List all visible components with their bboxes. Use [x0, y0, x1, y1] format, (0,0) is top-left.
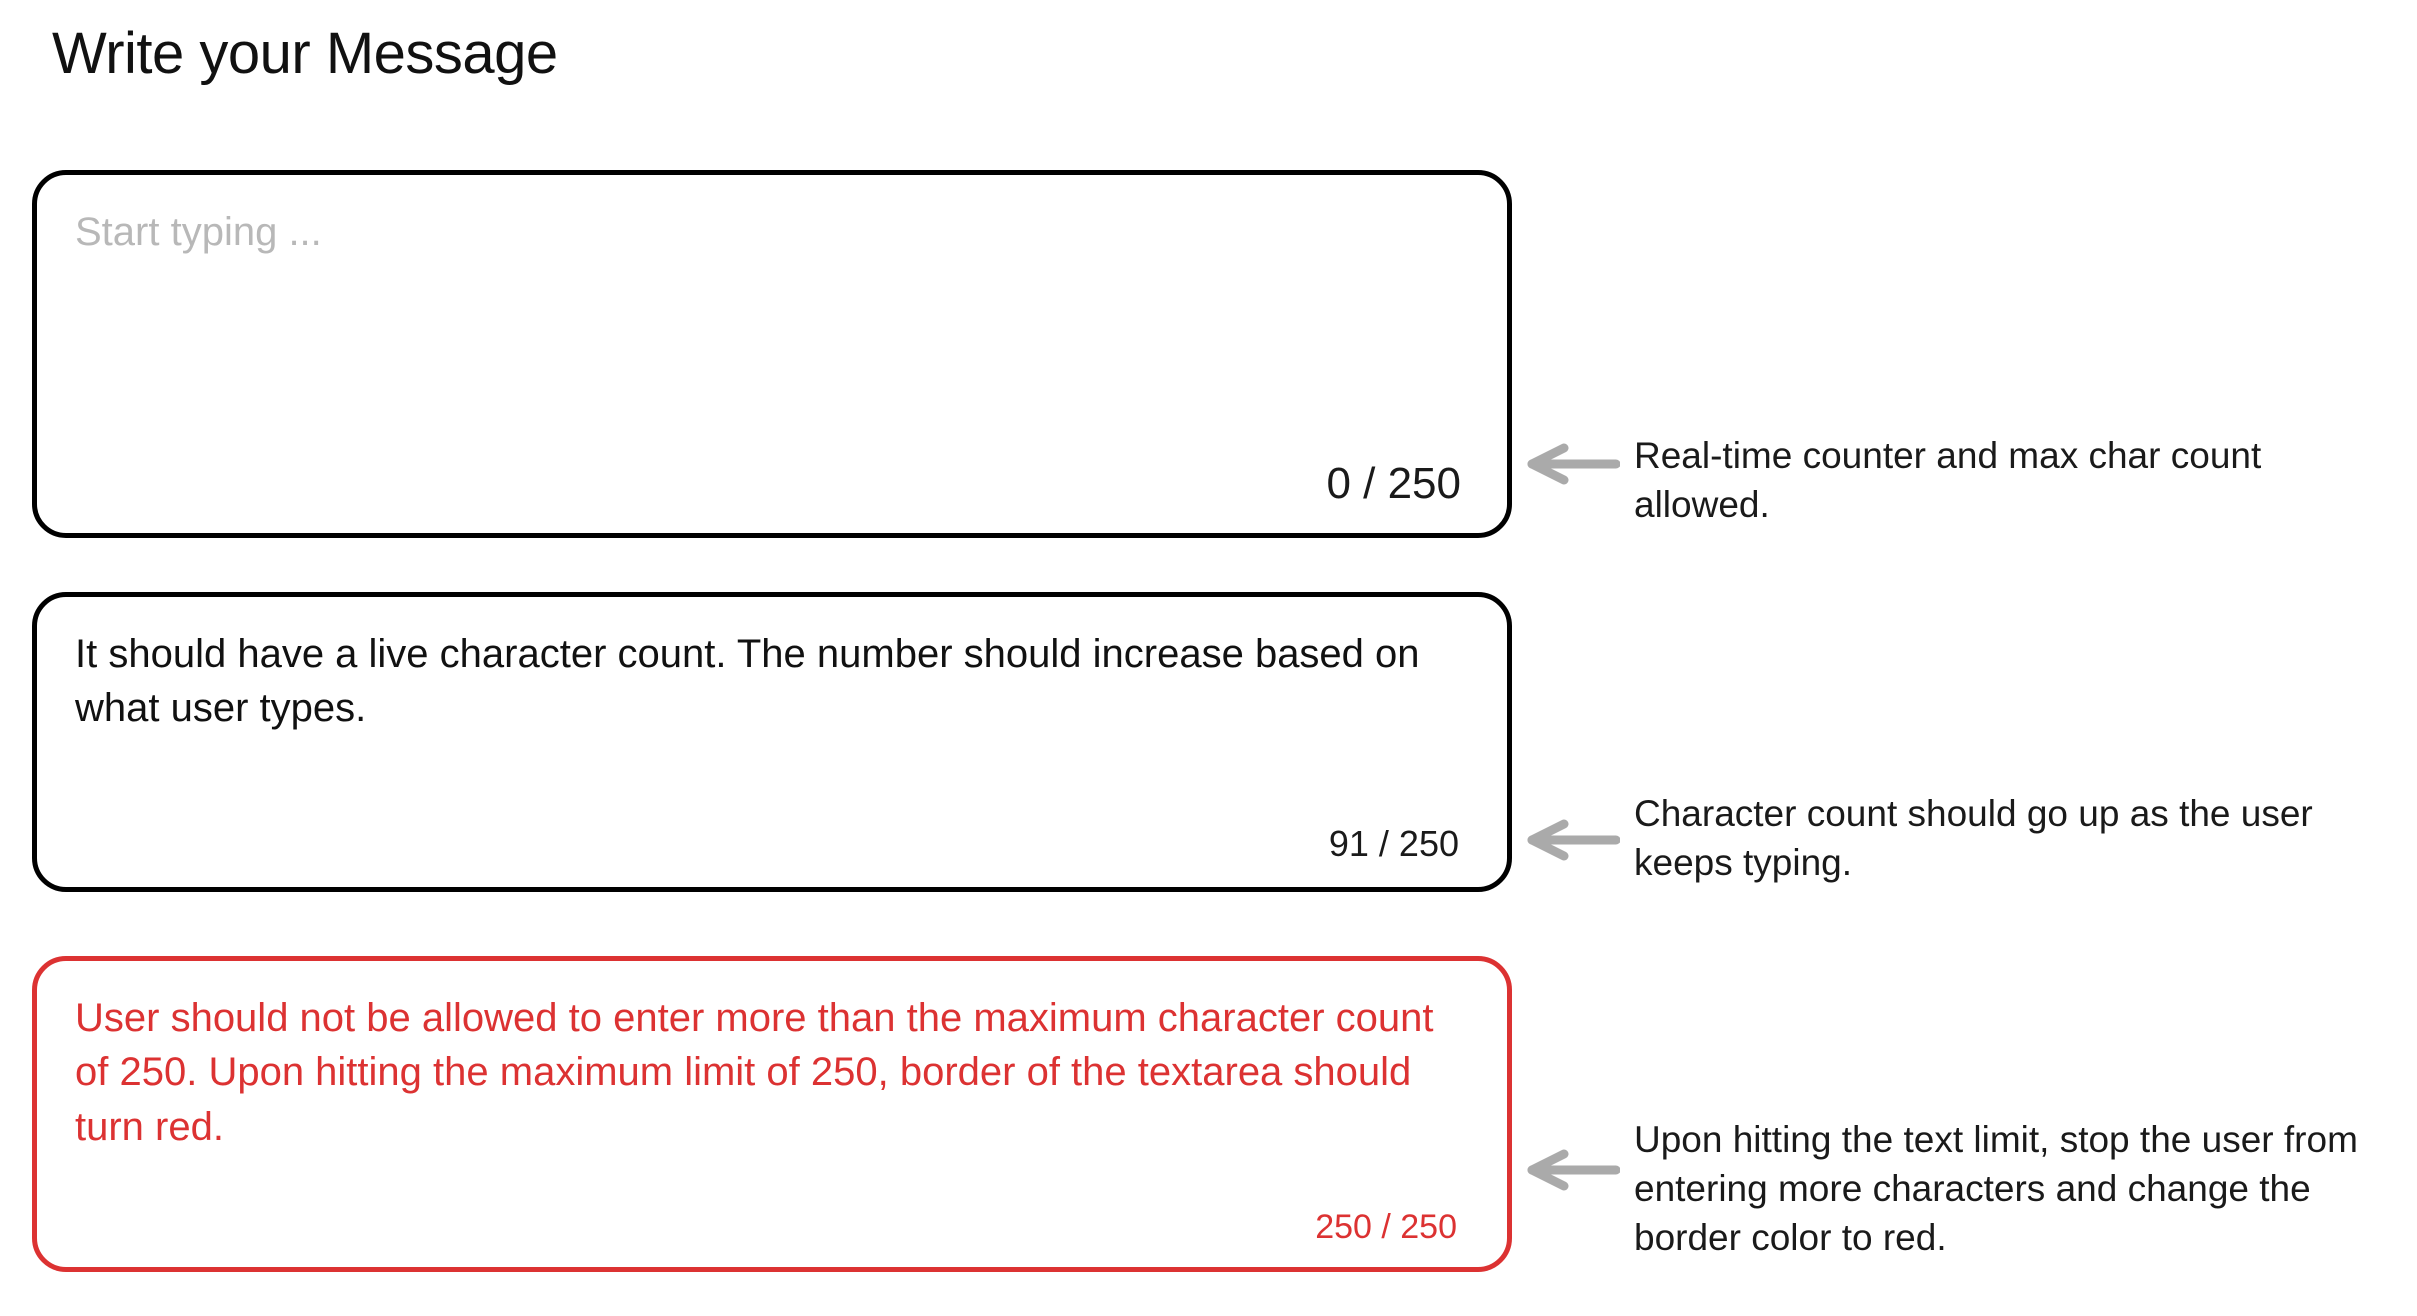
- annotation-note-increment: Character count should go up as the user…: [1634, 793, 2313, 883]
- textarea-placeholder-text: Start typing ...: [75, 210, 322, 254]
- arrow-left-icon: [1524, 442, 1621, 486]
- message-textarea-limit-reached[interactable]: User should not be allowed to enter more…: [32, 956, 1512, 1272]
- annotation-note-limit: Upon hitting the text limit, stop the us…: [1634, 1119, 2358, 1258]
- message-textarea-empty[interactable]: Start typing ... 0 / 250: [32, 170, 1512, 538]
- character-counter: 91 / 250: [1328, 823, 1459, 864]
- character-counter: 0 / 250: [1326, 459, 1461, 508]
- arrow-left-icon: [1524, 1148, 1621, 1192]
- textarea-value-text: It should have a live character count. T…: [75, 632, 1420, 731]
- character-counter: 250 / 250: [1315, 1208, 1457, 1246]
- annotation-note-counter: Real-time counter and max char count all…: [1634, 435, 2262, 525]
- textarea-value-text: User should not be allowed to enter more…: [75, 996, 1434, 1149]
- arrow-left-icon: [1524, 818, 1621, 862]
- message-textarea-typing[interactable]: It should have a live character count. T…: [32, 592, 1512, 892]
- page-title: Write your Message: [52, 21, 558, 86]
